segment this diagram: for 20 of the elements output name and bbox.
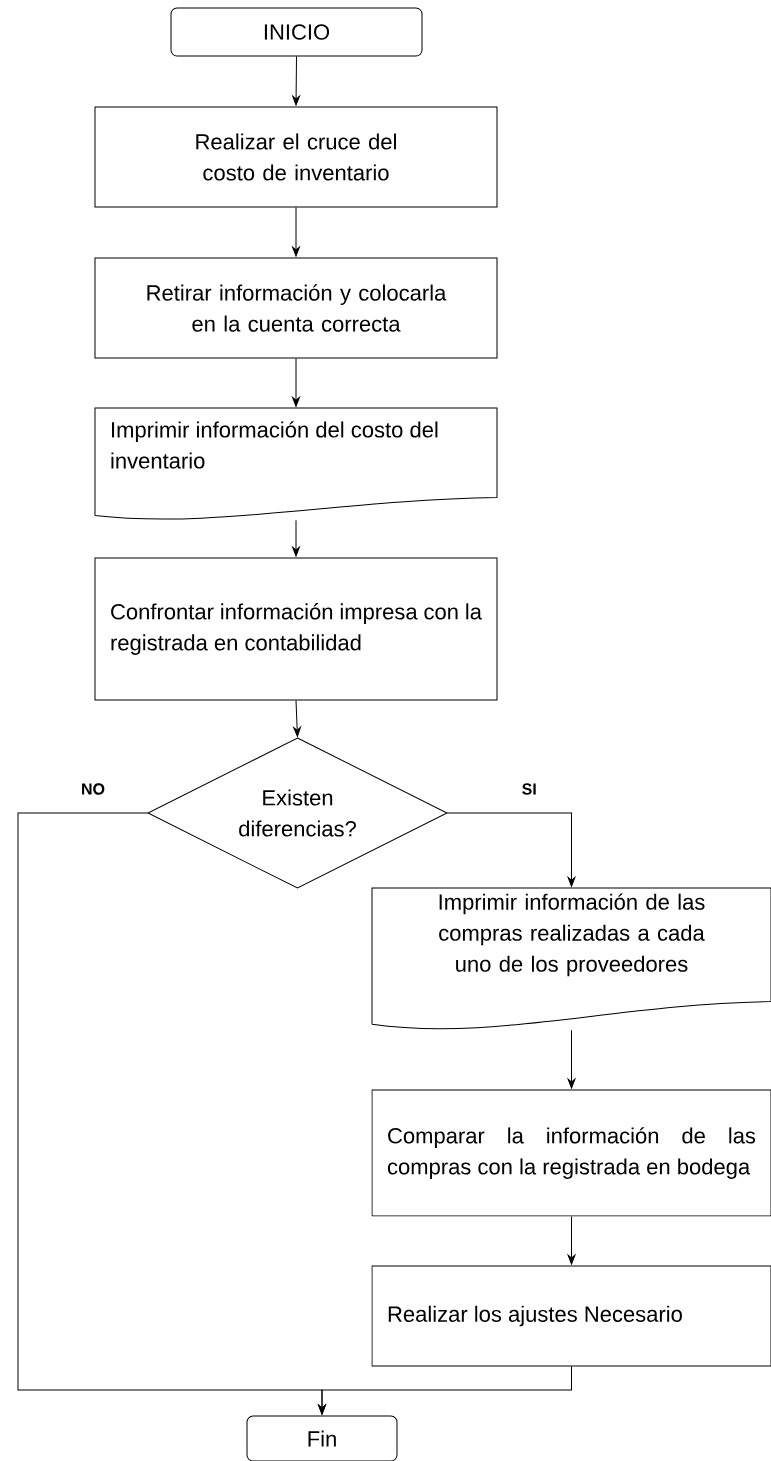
- process-box: Retirar información y colocarla en la cuenta correcta: [94, 257, 498, 359]
- edge-label: SI: [520, 782, 538, 796]
- edge-label: NO: [80, 782, 106, 796]
- process-box: Comparar la información de las compras con la registrada en bodega: [371, 1089, 771, 1217]
- process-box: Realizar el cruce del costo de inventario: [94, 106, 498, 208]
- document-shape: Imprimir información de las compras realizadas a cada uno de los proveedores: [371, 887, 771, 1030]
- arrow: [293, 700, 301, 737]
- arrow: [292, 358, 300, 407]
- arrow: [292, 56, 300, 106]
- arrow: [567, 1029, 576, 1089]
- arrow: [292, 519, 300, 557]
- process-box: Realizar los ajustes Necesario: [371, 1265, 771, 1367]
- document-shape: Imprimir información del costo del inventario: [94, 407, 498, 520]
- process-box: Confrontar información impresa con la registrada en contabilidad: [94, 557, 498, 701]
- terminal-box: INICIO: [170, 7, 423, 57]
- arrow: [567, 1216, 576, 1265]
- arrow: [318, 1366, 572, 1415]
- arrow: [446, 812, 576, 887]
- arrow: [292, 207, 300, 257]
- terminal-box: Fin: [246, 1415, 398, 1461]
